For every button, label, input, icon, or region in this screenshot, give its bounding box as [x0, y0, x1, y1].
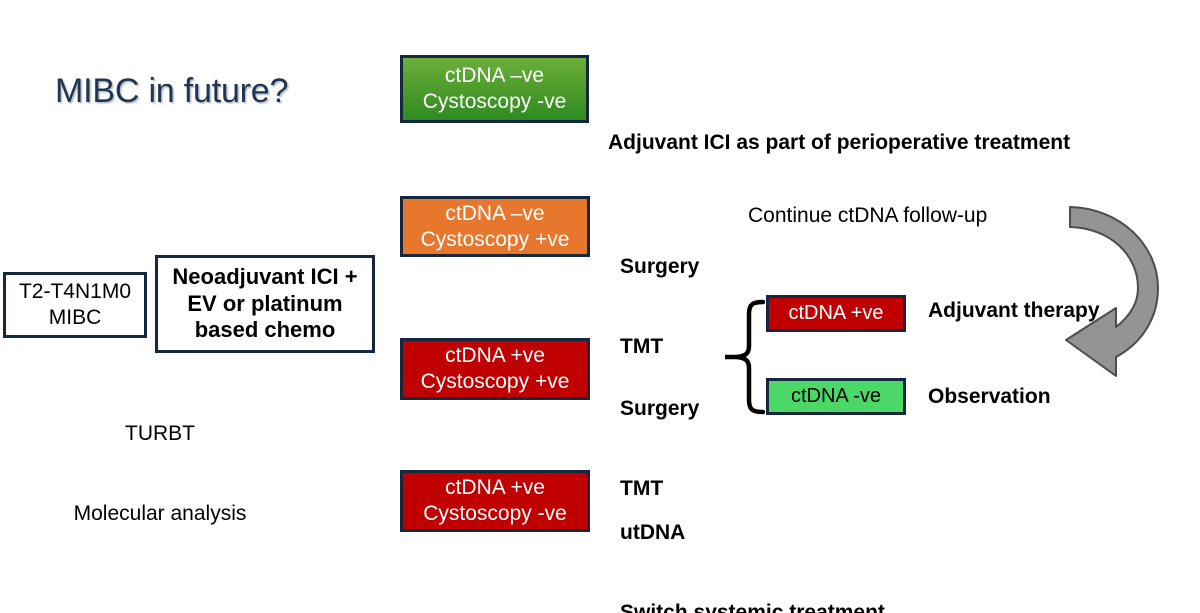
- result-2-label: ctDNA -ve: [790, 385, 882, 408]
- branch-1-line-1: ctDNA –ve: [444, 64, 545, 88]
- branch-2-line-1: ctDNA –ve: [445, 201, 545, 225]
- branch-box-ctdna-pos-cysto-pos: ctDNA +ve Cystoscopy +ve: [400, 338, 590, 400]
- branch-1-line-2: Cystoscopy -ve: [422, 90, 567, 113]
- branch-4-outcome: utDNA Switch systemic treatment Biomarke…: [620, 466, 885, 613]
- stage-box: T2-T4N1M0 MIBC: [3, 272, 147, 338]
- branch-3-outcome-line-1: Surgery: [620, 396, 700, 420]
- branch-2-line-2: Cystoscopy +ve: [420, 227, 570, 251]
- page-title: MIBC in future?: [55, 72, 289, 110]
- branch-3-outcome: Surgery TMT: [620, 342, 699, 557]
- treatment-box-line-3: based chemo: [194, 317, 336, 343]
- neoadjuvant-treatment-box: Neoadjuvant ICI + EV or platinum based c…: [155, 255, 375, 353]
- branch-box-ctdna-neg-cysto-neg: ctDNA –ve Cystoscopy -ve: [400, 55, 589, 123]
- branch-box-ctdna-neg-cysto-pos: ctDNA –ve Cystoscopy +ve: [400, 196, 590, 257]
- branch-2-outcome-line-2: TMT: [620, 335, 664, 359]
- result-1-label: ctDNA +ve: [788, 302, 884, 325]
- branch-3-line-1: ctDNA +ve: [445, 344, 545, 368]
- branch-4-line-2: Cystoscopy -ve: [423, 502, 567, 525]
- branch-3-outcome-line-2: TMT: [620, 477, 664, 501]
- bracket-icon: [722, 299, 766, 415]
- bracket-split: [722, 298, 766, 416]
- branch-4-outcome-line-2: Switch systemic treatment: [620, 601, 885, 613]
- left-caption-line-2: Molecular analysis: [73, 502, 247, 526]
- result-1-action: Adjuvant therapy: [928, 299, 1100, 322]
- branch-4-outcome-line-1: utDNA: [620, 520, 686, 544]
- branch-1-outcome: Adjuvant ICI as part of perioperative tr…: [608, 76, 1070, 210]
- stage-box-line-2: MIBC: [48, 306, 102, 329]
- left-caption: TURBT Molecular analysis: [30, 367, 290, 582]
- stage-box-line-1: T2-T4N1M0: [18, 280, 132, 304]
- followup-loop-arrow: [1058, 200, 1190, 380]
- left-caption-line-1: TURBT: [125, 421, 195, 445]
- branch-box-ctdna-pos-cysto-neg: ctDNA +ve Cystoscopy -ve: [400, 470, 590, 532]
- treatment-box-line-2: EV or platinum: [187, 290, 343, 316]
- branch-1-outcome-line-1: Adjuvant ICI as part of perioperative tr…: [608, 130, 1071, 154]
- result-box-ctdna-negative: ctDNA -ve: [766, 378, 906, 415]
- branch-2-outcome: Surgery TMT: [620, 200, 699, 415]
- branch-3-line-2: Cystoscopy +ve: [420, 370, 570, 393]
- curved-arrow-icon: [1065, 206, 1159, 377]
- branch-4-line-1: ctDNA +ve: [445, 476, 545, 500]
- followup-note: Continue ctDNA follow-up: [748, 204, 988, 227]
- result-box-ctdna-positive: ctDNA +ve: [766, 295, 906, 332]
- result-2-action: Observation: [928, 385, 1051, 408]
- branch-2-outcome-line-1: Surgery: [620, 254, 700, 278]
- treatment-box-line-1: Neoadjuvant ICI +: [172, 263, 358, 289]
